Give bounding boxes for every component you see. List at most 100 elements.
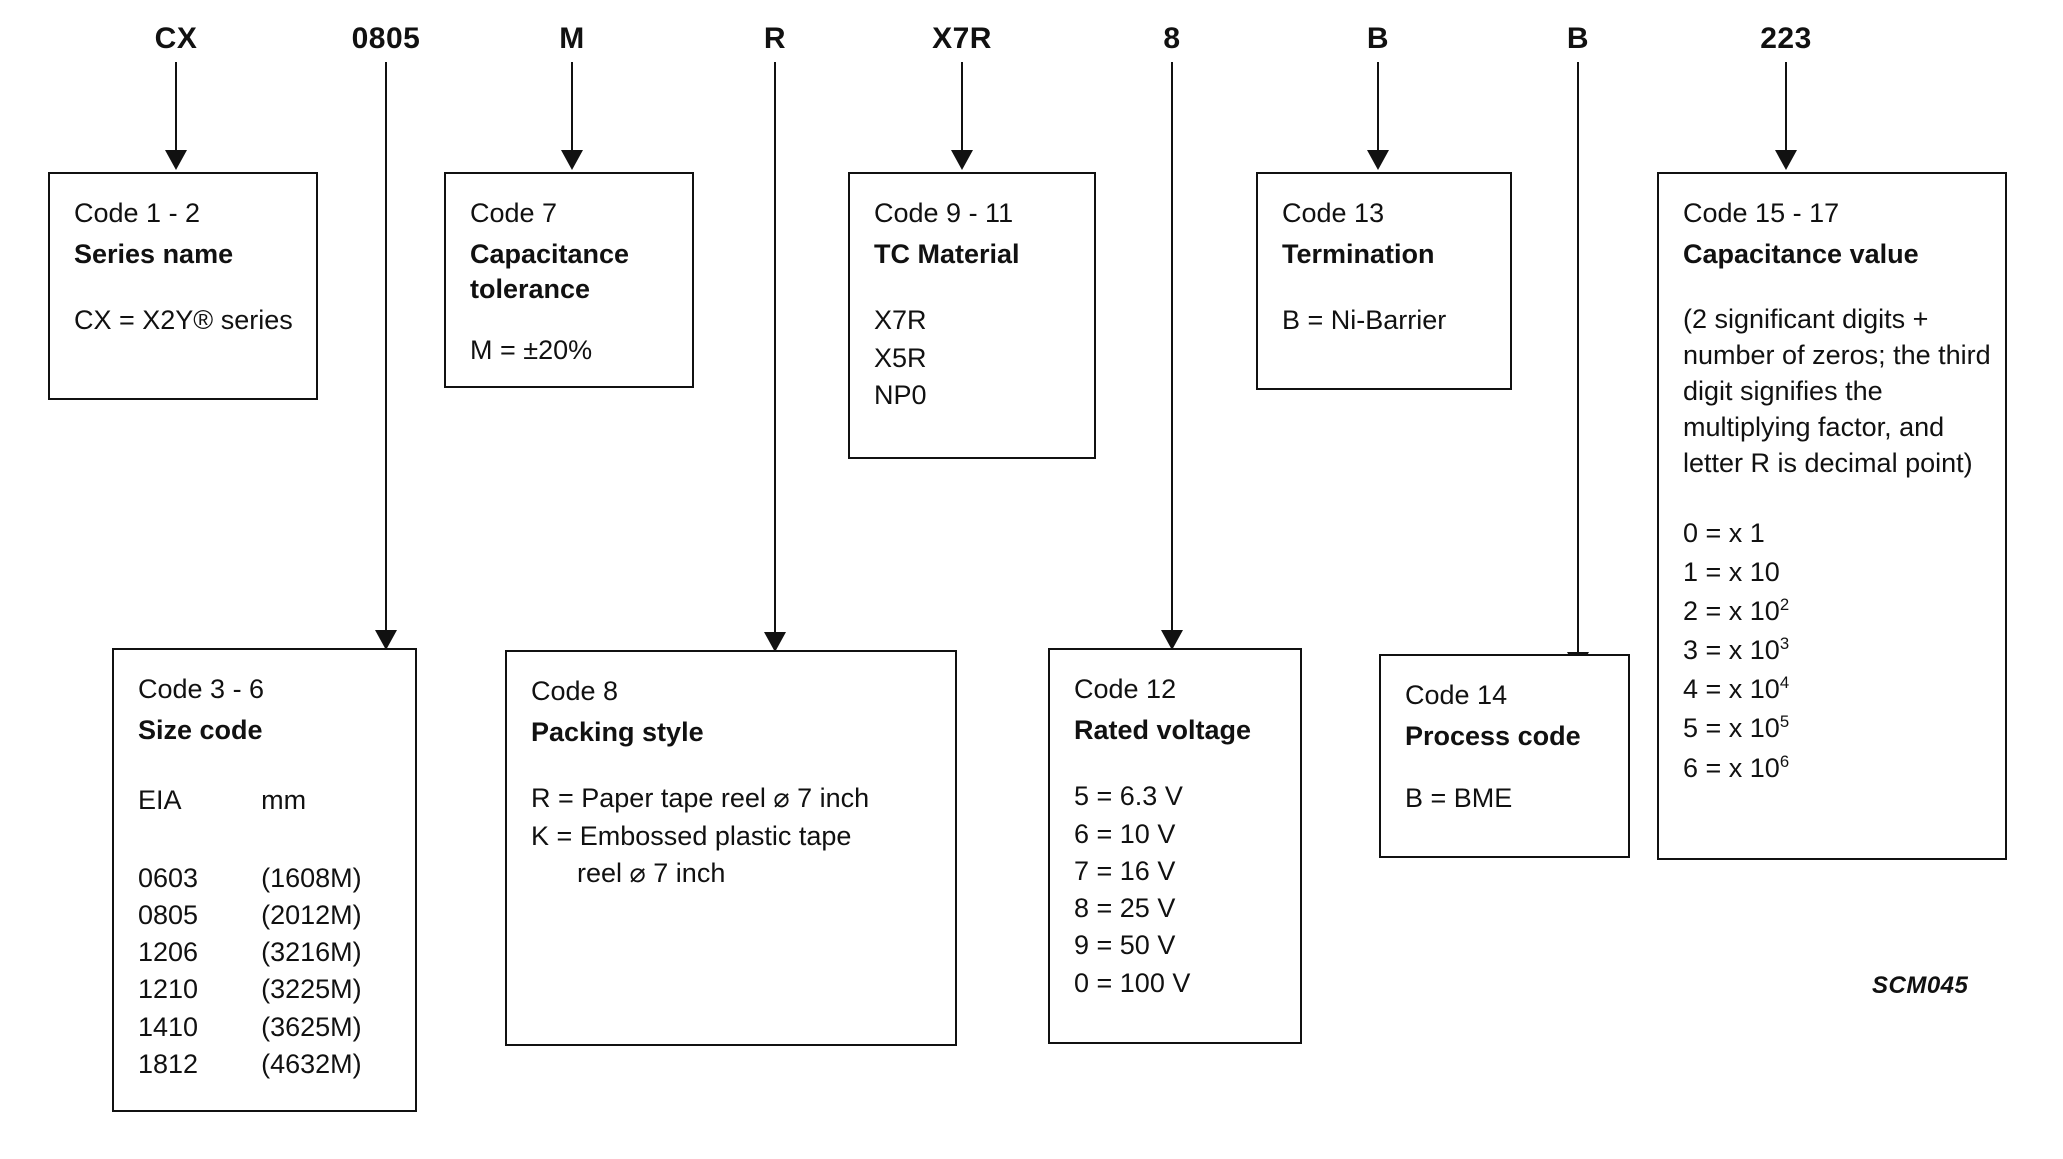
packing-style-option-r: R = Paper tape reel ⌀ 7 inch [531, 783, 870, 814]
series-name-title: Series name [74, 238, 234, 269]
connector-line-b-process [1577, 62, 1579, 654]
size-code-cell-eia: 0805 [138, 899, 199, 930]
packing-style-option-k-cont: reel ⌀ 7 inch [577, 857, 726, 888]
multiplier-row: 2 = x 102 [1683, 592, 2005, 631]
part-number-token-b-process: B [1566, 22, 1590, 55]
box-series-name: Code 1 - 2 Series name CX = X2Y® series [48, 172, 318, 400]
arrowhead-r [764, 632, 786, 652]
connector-line-r [774, 62, 776, 634]
termination-title: Termination [1282, 238, 1435, 269]
table-row: 0805 (2012M) [138, 897, 415, 934]
rated-voltage-option: 0 = 100 V [1074, 967, 1191, 998]
part-number-token-223: 223 [1760, 22, 1812, 55]
multiplier-row: 4 = x 104 [1683, 670, 2005, 709]
size-code-cell-mm: (2012M) [261, 899, 362, 930]
arrowhead-b-termination [1367, 150, 1389, 170]
table-row: 1210 (3225M) [138, 971, 415, 1008]
tc-material-option-x7r: X7R [874, 305, 927, 336]
size-code-table: EIA mm 0603 (1608M) 0805 (2012M) 1206 (3… [138, 782, 415, 1083]
capacitance-tolerance-title-line1: Capacitance [470, 238, 630, 269]
termination-option: B = Ni-Barrier [1282, 305, 1447, 336]
process-code-option: B = BME [1405, 783, 1513, 814]
box-capacitance-tolerance: Code 7 Capacitance tolerance M = ±20% [444, 172, 694, 388]
series-name-code-label: Code 1 - 2 [74, 198, 201, 228]
capacitance-value-code-label: Code 15 - 17 [1683, 198, 1840, 228]
multiplier-base: 4 = x 10 [1683, 674, 1780, 705]
packing-style-title: Packing style [531, 716, 704, 747]
arrowhead-223 [1775, 150, 1797, 170]
part-number-token-b-termination: B [1366, 22, 1390, 55]
rated-voltage-option: 9 = 50 V [1074, 930, 1176, 961]
process-code-code-label: Code 14 [1405, 680, 1508, 710]
capacitance-tolerance-title-line2: tolerance [470, 274, 591, 305]
table-row: 1410 (3625M) [138, 1009, 415, 1046]
rated-voltage-option: 5 = 6.3 V [1074, 781, 1183, 812]
multiplier-exponent: 6 [1779, 751, 1790, 771]
part-number-token-0805: 0805 [351, 22, 421, 55]
process-code-title: Process code [1405, 720, 1581, 751]
tc-material-title: TC Material [874, 238, 1020, 269]
box-capacitance-value: Code 15 - 17 Capacitance value (2 signif… [1657, 172, 2007, 860]
multiplier-row: 6 = x 106 [1683, 749, 2005, 788]
table-row: 1206 (3216M) [138, 934, 415, 971]
series-name-option: CX = X2Y® series [74, 305, 293, 336]
connector-line-x7r [961, 62, 963, 152]
packing-style-option-k: K = Embossed plastic tape [531, 820, 852, 851]
tc-material-code-label: Code 9 - 11 [874, 198, 1014, 228]
capacitance-value-multiplier-list: 0 = x 1 1 = x 10 2 = x 102 3 = x 103 4 =… [1683, 514, 2005, 788]
multiplier-exponent: 4 [1779, 673, 1790, 693]
part-number-token-m: M [559, 22, 585, 55]
multiplier-row: 1 = x 10 [1683, 553, 2005, 592]
rated-voltage-title: Rated voltage [1074, 714, 1252, 745]
figure-id-label: SCM045 [1872, 972, 1969, 999]
size-code-cell-mm: (4632M) [261, 1048, 362, 1079]
part-number-token-cx: CX [154, 22, 198, 55]
table-row: 1812 (4632M) [138, 1046, 415, 1083]
tc-material-option-np0: NP0 [874, 379, 927, 410]
packing-style-code-label: Code 8 [531, 676, 619, 706]
tc-material-option-x5r: X5R [874, 342, 927, 373]
multiplier-base: 3 = x 10 [1683, 635, 1780, 666]
multiplier-base: 5 = x 10 [1683, 713, 1780, 744]
box-process-code: Code 14 Process code B = BME [1379, 654, 1630, 858]
multiplier-row: 5 = x 105 [1683, 709, 2005, 748]
size-code-cell-eia: 1410 [138, 1011, 199, 1042]
connector-line-b-termination [1377, 62, 1379, 152]
multiplier-base: 1 = x 10 [1683, 556, 1780, 587]
table-row: 0603 (1608M) [138, 860, 415, 897]
multiplier-row: 3 = x 103 [1683, 631, 2005, 670]
size-code-title: Size code [138, 714, 263, 745]
multiplier-base: 6 = x 10 [1683, 752, 1780, 783]
size-code-cell-mm: (3216M) [261, 937, 362, 967]
multiplier-exponent: 5 [1779, 712, 1790, 732]
arrowhead-cx [165, 150, 187, 170]
part-number-token-8: 8 [1163, 22, 1181, 55]
part-number-token-x7r: X7R [932, 22, 992, 55]
capacitance-tolerance-option: M = ±20% [470, 334, 593, 365]
termination-code-label: Code 13 [1282, 198, 1385, 228]
size-code-cell-mm: (3225M) [261, 974, 362, 1005]
capacitance-value-title: Capacitance value [1683, 238, 1919, 269]
size-code-cell-eia: 1812 [138, 1048, 199, 1079]
rated-voltage-option: 6 = 10 V [1074, 818, 1176, 849]
size-code-cell-eia: 1206 [138, 937, 199, 967]
box-size-code: Code 3 - 6 Size code EIA mm 0603 (1608M)… [112, 648, 417, 1112]
arrowhead-x7r [951, 150, 973, 170]
connector-line-223 [1785, 62, 1787, 152]
box-termination: Code 13 Termination B = Ni-Barrier [1256, 172, 1512, 390]
capacitance-value-note: (2 significant digits + number of zeros;… [1683, 304, 1991, 478]
arrowhead-8 [1161, 630, 1183, 650]
box-packing-style: Code 8 Packing style R = Paper tape reel… [505, 650, 957, 1046]
capacitance-tolerance-code-label: Code 7 [470, 198, 558, 228]
size-code-code-label: Code 3 - 6 [138, 674, 265, 704]
multiplier-row: 0 = x 1 [1683, 514, 2005, 553]
size-code-cell-mm: (1608M) [261, 862, 362, 893]
box-tc-material: Code 9 - 11 TC Material X7R X5R NP0 [848, 172, 1096, 459]
connector-line-0805 [385, 62, 387, 632]
connector-line-cx [175, 62, 177, 152]
rated-voltage-option: 7 = 16 V [1074, 855, 1176, 886]
size-code-column-header-eia: EIA [138, 785, 182, 816]
size-code-cell-eia: 0603 [138, 862, 199, 893]
rated-voltage-option: 8 = 25 V [1074, 893, 1176, 923]
